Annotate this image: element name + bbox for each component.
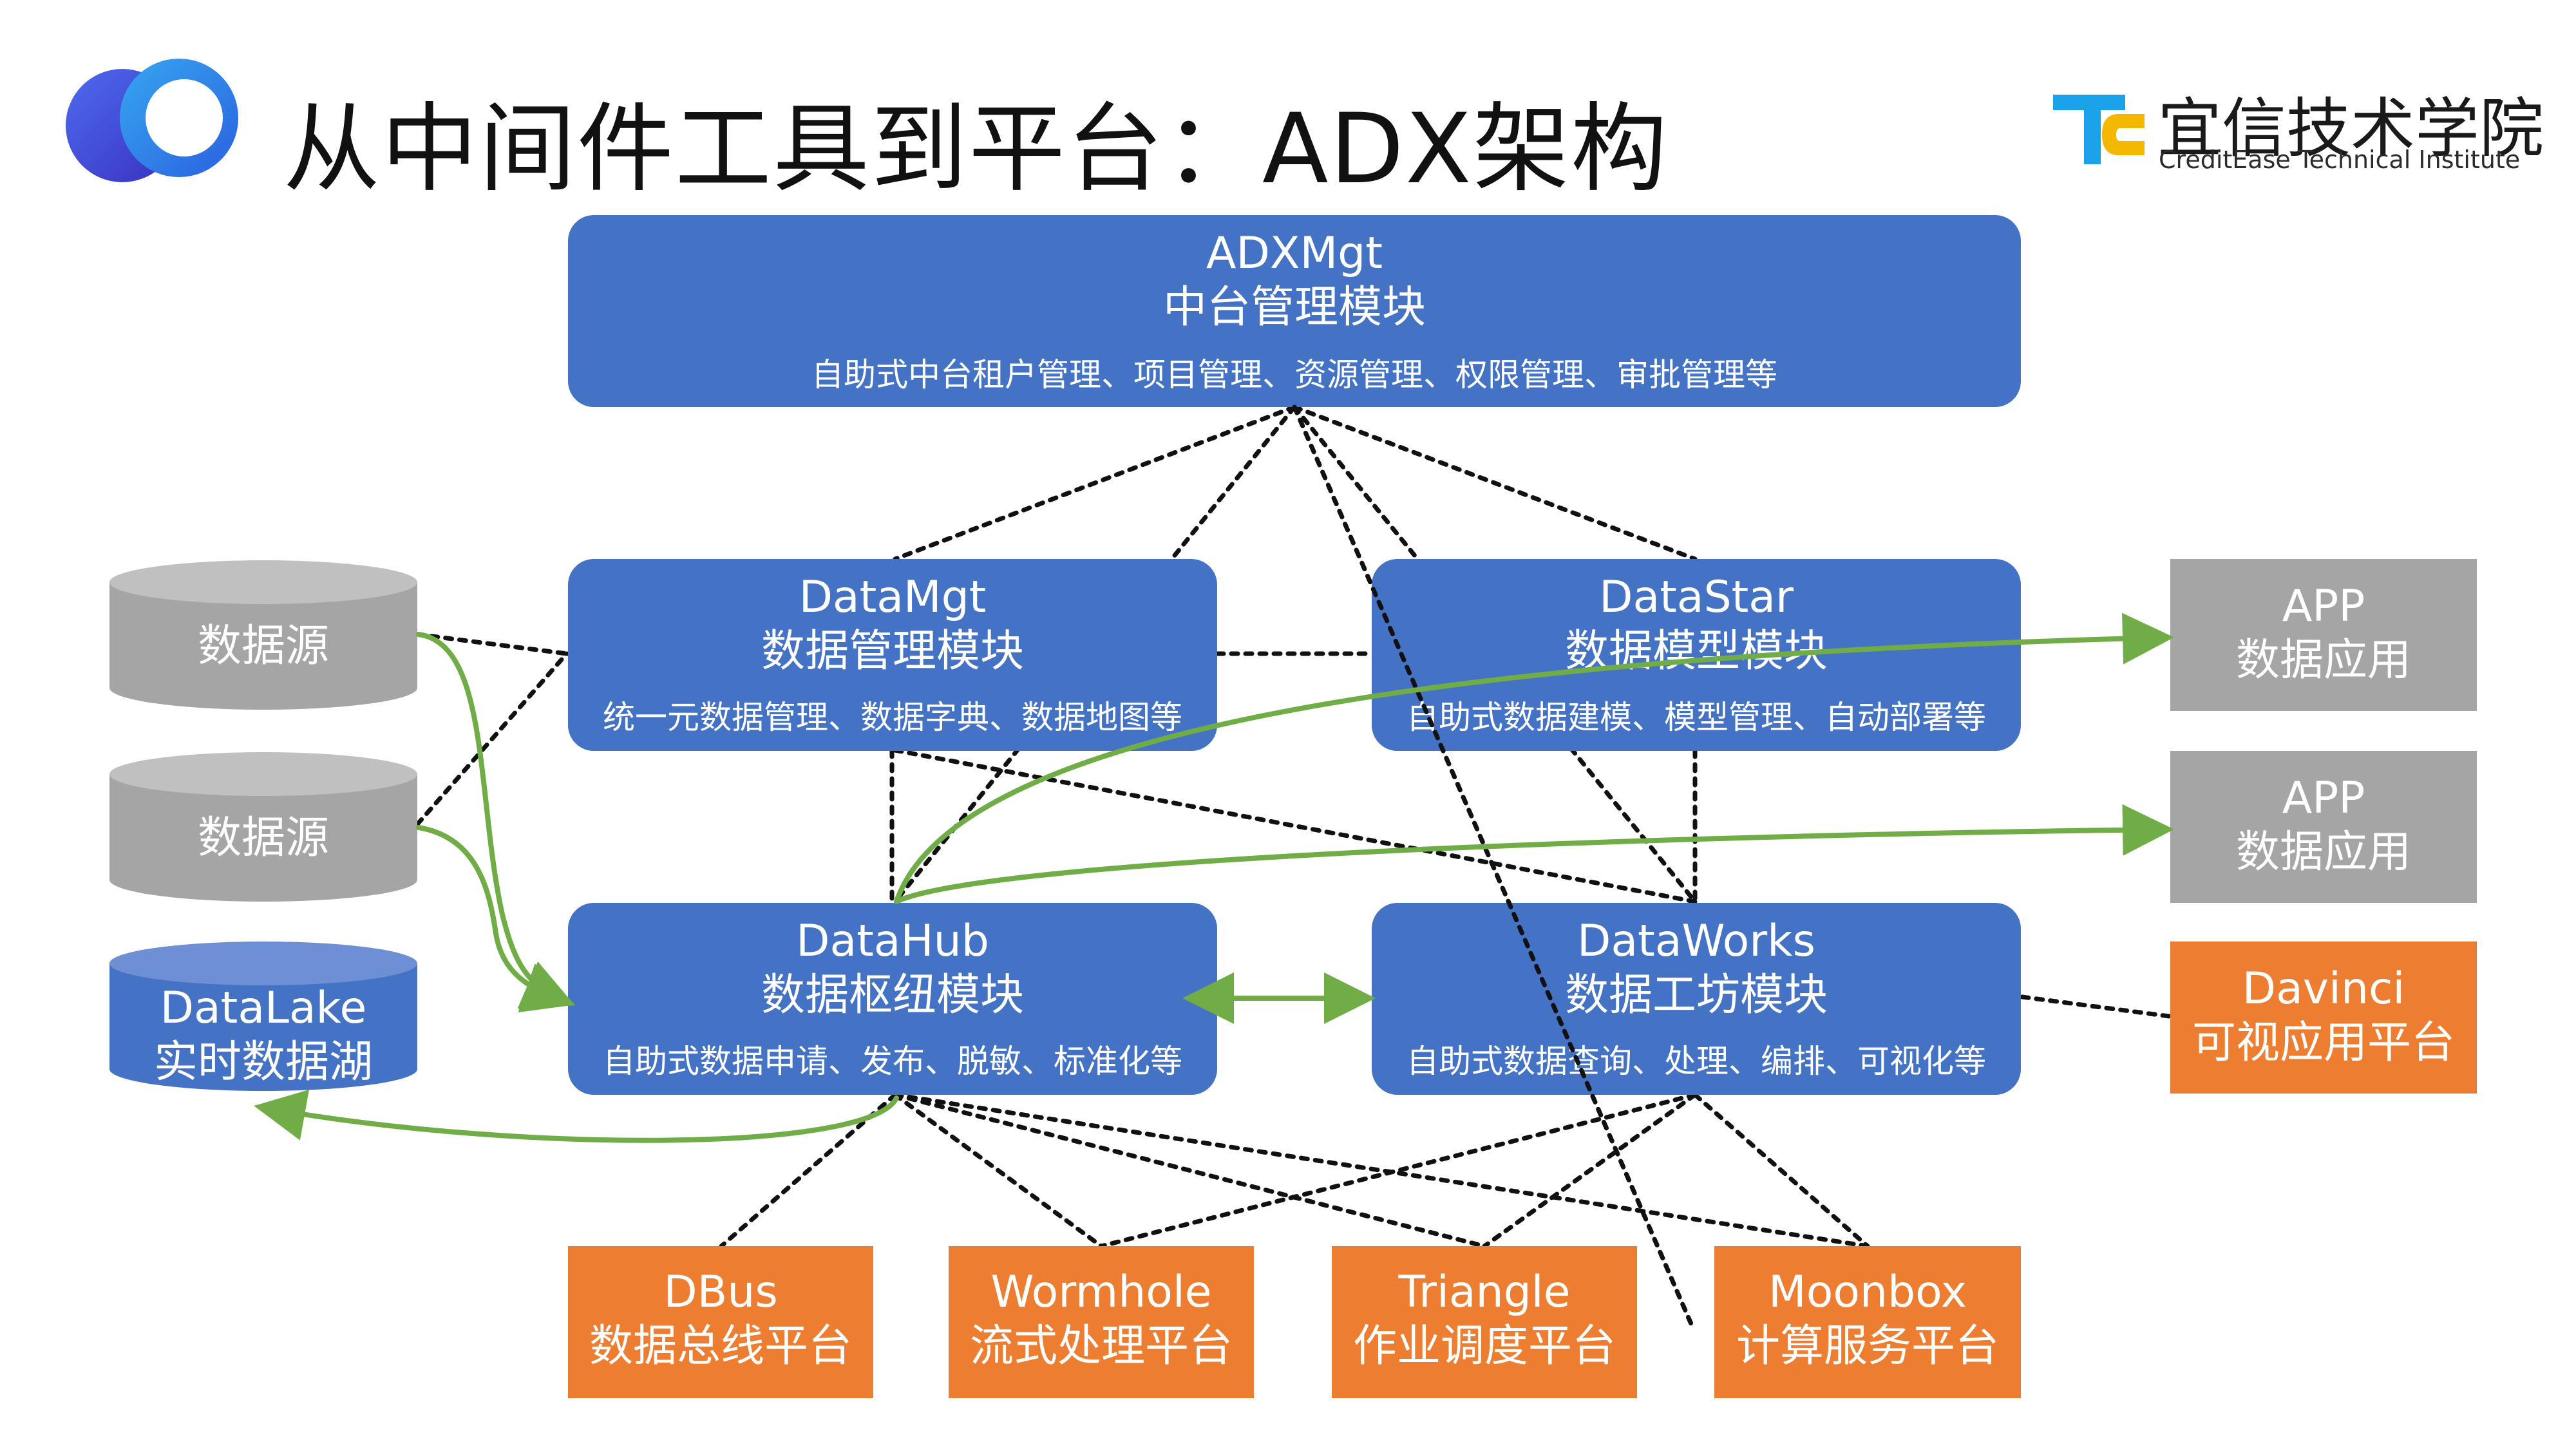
datastar-name: DataStar: [1599, 572, 1794, 623]
app-box-2: APP 数据应用: [2170, 751, 2477, 903]
triangle-label: 作业调度平台: [1352, 1321, 1616, 1372]
davinci-name: Davinci: [2242, 963, 2405, 1014]
datahub-name: DataHub: [796, 916, 989, 967]
data-source-label-1: 数据源: [197, 621, 329, 672]
wormhole-label: 流式处理平台: [969, 1321, 1233, 1372]
app-box-1: APP 数据应用: [2170, 559, 2477, 711]
datamgt-module: DataMgt 数据管理模块 统一元数据管理、数据字典、数据地图等: [568, 559, 1217, 751]
datastar-desc: 自助式数据建模、模型管理、自动部署等: [1406, 699, 1986, 736]
dbus-name: DBus: [663, 1267, 778, 1318]
org-subtitle: CreditEase Technical Institute: [2159, 146, 2521, 174]
datamgt-name: DataMgt: [799, 572, 987, 623]
data-source-label-2: 数据源: [197, 813, 329, 864]
wormhole-name: Wormhole: [990, 1267, 1212, 1318]
page-title: 从中间件工具到平台：ADX架构: [283, 93, 1669, 205]
data-source-cylinder-1: 数据源: [109, 560, 417, 710]
datalake-label: 实时数据湖: [153, 1037, 373, 1088]
dbus-platform: DBus 数据总线平台: [568, 1246, 873, 1398]
org-logo-icon: [2048, 80, 2151, 171]
org-name: 宜信技术学院: [2157, 91, 2544, 166]
app-name-2: APP: [2282, 773, 2365, 824]
davinci-box: Davinci 可视应用平台: [2170, 942, 2477, 1094]
davinci-label: 可视应用平台: [2192, 1018, 2455, 1068]
dataworks-desc: 自助式数据查询、处理、编排、可视化等: [1406, 1043, 1986, 1080]
triangle-name: Triangle: [1398, 1267, 1571, 1318]
datamgt-desc: 统一元数据管理、数据字典、数据地图等: [603, 699, 1182, 736]
adxmgt-name: ADXMgt: [1206, 228, 1383, 279]
datahub-desc: 自助式数据申请、发布、脱敏、标准化等: [603, 1043, 1182, 1080]
datalake-name: DataLake: [160, 983, 367, 1034]
dataworks-module: DataWorks 数据工坊模块 自助式数据查询、处理、编排、可视化等: [1372, 903, 2021, 1095]
dataworks-label: 数据工坊模块: [1564, 970, 1828, 1021]
adxmgt-label: 中台管理模块: [1162, 282, 1426, 333]
app-label-1: 数据应用: [2235, 635, 2411, 686]
triangle-platform: Triangle 作业调度平台: [1332, 1246, 1637, 1398]
wormhole-platform: Wormhole 流式处理平台: [949, 1246, 1254, 1398]
brand-logo: [64, 55, 245, 190]
moonbox-label: 计算服务平台: [1736, 1321, 1999, 1372]
adxmgt-module: ADXMgt 中台管理模块 自助式中台租户管理、项目管理、资源管理、权限管理、审…: [568, 215, 2021, 407]
datahub-module: DataHub 数据枢纽模块 自助式数据申请、发布、脱敏、标准化等: [568, 903, 1217, 1095]
data-source-cylinder-2: 数据源: [109, 752, 417, 902]
datamgt-label: 数据管理模块: [761, 626, 1024, 677]
datalake-cylinder: DataLake 实时数据湖: [109, 942, 417, 1091]
datahub-label: 数据枢纽模块: [761, 970, 1024, 1021]
adxmgt-desc: 自助式中台租户管理、项目管理、资源管理、权限管理、审批管理等: [811, 356, 1777, 393]
app-label-2: 数据应用: [2235, 827, 2411, 878]
moonbox-name: Moonbox: [1768, 1267, 1967, 1318]
app-name-1: APP: [2282, 581, 2365, 632]
datastar-module: DataStar 数据模型模块 自助式数据建模、模型管理、自动部署等: [1372, 559, 2021, 751]
dbus-label: 数据总线平台: [589, 1321, 852, 1372]
moonbox-platform: Moonbox 计算服务平台: [1714, 1246, 2021, 1398]
dataworks-name: DataWorks: [1577, 916, 1815, 967]
